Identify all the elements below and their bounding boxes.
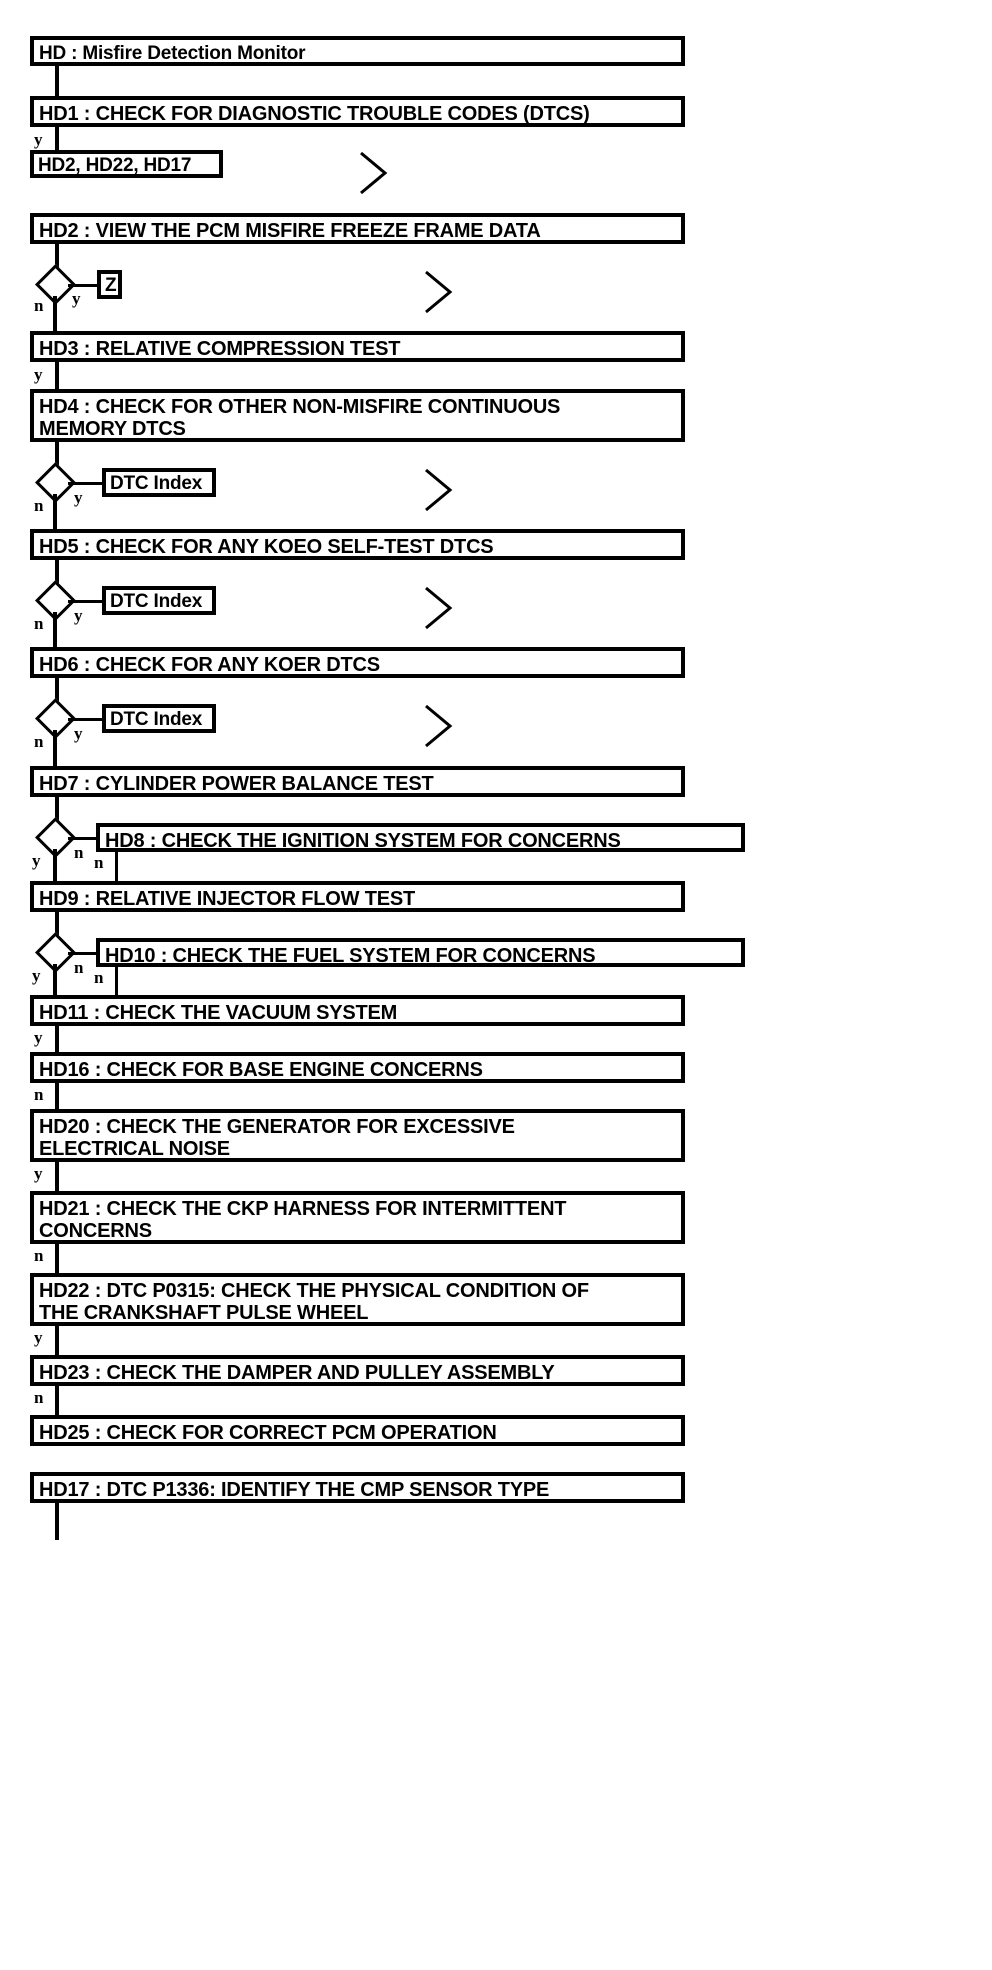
edge-label-HD16-no: n [34, 1085, 44, 1104]
node-REFD1[interactable]: DTC Index [102, 468, 216, 497]
node-HD9[interactable]: HD9 : RELATIVE INJECTOR FLOW TEST [30, 881, 685, 912]
offpage-marker-5 [423, 703, 457, 749]
node-HD2[interactable]: HD2 : VIEW THE PCM MISFIRE FREEZE FRAME … [30, 213, 685, 244]
edge-HD5-decision [55, 558, 59, 586]
decision-HD4[interactable] [34, 461, 77, 504]
edge-HD6-decision [55, 676, 59, 704]
edge-HD2-REFZ [68, 284, 99, 287]
edge-label-HD20-yes: y [34, 1164, 43, 1183]
edge-HD23-HD25 [55, 1384, 59, 1415]
edge-HD6-REFD3 [68, 718, 104, 721]
edge-HD20-HD21 [55, 1160, 59, 1191]
edge-label-HD22-yes: y [34, 1328, 43, 1347]
node-REFD3[interactable]: DTC Index [102, 704, 216, 733]
node-HD16[interactable]: HD16 : CHECK FOR BASE ENGINE CONCERNS [30, 1052, 685, 1083]
offpage-marker-3 [423, 467, 457, 513]
edge-HD4-decision [55, 440, 59, 468]
edge-label-HD2-yes: y [72, 289, 81, 308]
edge-label-HD6-yes: y [74, 724, 83, 743]
decision-HD6[interactable] [34, 697, 77, 740]
edge-label-HD11-yes: y [34, 1028, 43, 1047]
edge-HD21-HD22 [55, 1242, 59, 1273]
edge-HD-HD1 [55, 64, 59, 98]
edge-label-HD23-no: n [34, 1388, 44, 1407]
edge-HD2no-HD3 [53, 296, 57, 332]
edge-label-HD7-no: n [74, 843, 84, 862]
node-REF1[interactable]: HD2, HD22, HD17 [30, 150, 223, 178]
decision-HD5[interactable] [34, 579, 77, 622]
node-HD6[interactable]: HD6 : CHECK FOR ANY KOER DTCS [30, 647, 685, 678]
decision-HD2[interactable] [34, 263, 77, 306]
node-REFZ[interactable]: Z [97, 270, 122, 299]
edge-label-HD2-no: n [34, 296, 44, 315]
edge-HD22-HD23 [55, 1324, 59, 1355]
node-HD3[interactable]: HD3 : RELATIVE COMPRESSION TEST [30, 331, 685, 362]
edge-label-HD10-no: n [94, 968, 104, 987]
node-HD[interactable]: HD : Misfire Detection Monitor [30, 36, 685, 66]
node-HD10[interactable]: HD10 : CHECK THE FUEL SYSTEM FOR CONCERN… [96, 938, 745, 967]
edge-HD6no-HD7 [53, 730, 57, 766]
edge-HD10-HD11 [115, 965, 118, 997]
edge-label-HD1-yes: y [34, 130, 43, 149]
edge-HD7yes-HD9 [53, 849, 57, 882]
edge-label-HD8-no: n [94, 853, 104, 872]
edge-label-HD6-no: n [34, 732, 44, 751]
offpage-marker-4 [423, 585, 457, 631]
edge-label-HD21-no: n [34, 1246, 44, 1265]
edge-HD1-REF1 [55, 125, 59, 152]
node-HD17[interactable]: HD17 : DTC P1336: IDENTIFY THE CMP SENSO… [30, 1472, 685, 1503]
offpage-marker-1 [358, 150, 392, 196]
edge-label-HD3-yes: y [34, 365, 43, 384]
node-HD25[interactable]: HD25 : CHECK FOR CORRECT PCM OPERATION [30, 1415, 685, 1446]
edge-HD7-decision [55, 795, 59, 823]
edge-HD9yes-HD11 [53, 964, 57, 997]
edge-HD2-decision [55, 242, 59, 270]
node-HD7[interactable]: HD7 : CYLINDER POWER BALANCE TEST [30, 766, 685, 797]
edge-HD5-REFD2 [68, 600, 104, 603]
edge-HD4no-HD5 [53, 494, 57, 530]
edge-HD17-continue [55, 1501, 59, 1540]
decision-HD9[interactable] [34, 931, 77, 974]
decision-HD7[interactable] [34, 816, 77, 859]
node-HD22[interactable]: HD22 : DTC P0315: CHECK THE PHYSICAL CON… [30, 1273, 685, 1326]
edge-label-HD7-yes: y [32, 851, 41, 870]
edge-HD7-HD8 [68, 837, 98, 840]
edge-HD5no-HD6 [53, 612, 57, 648]
edge-HD9-decision [55, 910, 59, 938]
edge-label-HD5-yes: y [74, 606, 83, 625]
node-REFD2[interactable]: DTC Index [102, 586, 216, 615]
node-HD20[interactable]: HD20 : CHECK THE GENERATOR FOR EXCESSIVE… [30, 1109, 685, 1162]
edge-label-HD5-no: n [34, 614, 44, 633]
node-HD4[interactable]: HD4 : CHECK FOR OTHER NON-MISFIRE CONTIN… [30, 389, 685, 442]
offpage-marker-2 [423, 269, 457, 315]
edge-HD4-REFD1 [68, 482, 104, 485]
edge-HD8-HD9 [115, 850, 118, 882]
edge-label-HD4-no: n [34, 496, 44, 515]
edge-HD9-HD10 [68, 952, 98, 955]
edge-label-HD9-yes: y [32, 966, 41, 985]
node-HD11[interactable]: HD11 : CHECK THE VACUUM SYSTEM [30, 995, 685, 1026]
edge-HD16-HD20 [55, 1081, 59, 1110]
node-HD5[interactable]: HD5 : CHECK FOR ANY KOEO SELF-TEST DTCS [30, 529, 685, 560]
node-HD1[interactable]: HD1 : CHECK FOR DIAGNOSTIC TROUBLE CODES… [30, 96, 685, 127]
node-HD23[interactable]: HD23 : CHECK THE DAMPER AND PULLEY ASSEM… [30, 1355, 685, 1386]
edge-label-HD4-yes: y [74, 488, 83, 507]
edge-HD11-HD16 [55, 1024, 59, 1053]
edge-HD3-HD4 [55, 360, 59, 390]
node-HD21[interactable]: HD21 : CHECK THE CKP HARNESS FOR INTERMI… [30, 1191, 685, 1244]
node-HD8[interactable]: HD8 : CHECK THE IGNITION SYSTEM FOR CONC… [96, 823, 745, 852]
edge-label-HD9-no: n [74, 958, 84, 977]
